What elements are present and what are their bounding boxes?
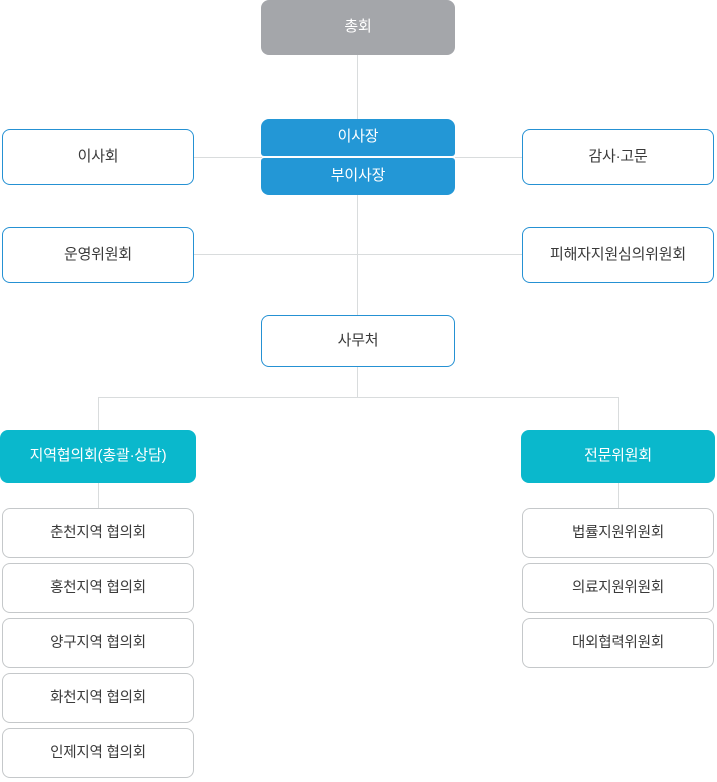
connector-secretariat-to-branch-bus <box>357 367 358 398</box>
node-board-label: 이사회 <box>77 147 119 165</box>
node-chairman-label: 이사장 <box>337 128 379 146</box>
list-item-label: 화천지역 협의회 <box>50 689 146 706</box>
list-item-regional-hongcheon[interactable]: 홍천지역 협의회 <box>2 563 194 613</box>
list-item-label: 홍천지역 협의회 <box>50 579 146 596</box>
connector-board-to-chairman <box>194 157 262 158</box>
node-assembly[interactable]: 총회 <box>261 0 455 55</box>
group-header-expert-label: 전문위원회 <box>583 447 652 465</box>
list-item-regional-yanggu[interactable]: 양구지역 협의회 <box>2 618 194 668</box>
connector-regional-header-to-items <box>98 483 99 508</box>
node-board[interactable]: 이사회 <box>2 129 194 185</box>
node-victim-support-review-committee[interactable]: 피해자지원심의위원회 <box>522 227 714 283</box>
list-item-expert-external-cooperation[interactable]: 대외협력위원회 <box>522 618 714 668</box>
node-assembly-label: 총회 <box>344 18 372 36</box>
list-item-expert-medical-support[interactable]: 의료지원위원회 <box>522 563 714 613</box>
connector-branch-bus <box>98 397 619 398</box>
list-item-label: 대외협력위원회 <box>572 634 664 651</box>
list-item-label: 법률지원위원회 <box>572 524 664 541</box>
node-secretariat-label: 사무처 <box>337 331 379 349</box>
node-vice-chairman-label: 부이사장 <box>330 167 386 185</box>
group-header-regional-label: 지역협의회(총괄·상담) <box>29 447 167 465</box>
list-item-regional-hwacheon[interactable]: 화천지역 협의회 <box>2 673 194 723</box>
node-steering-committee[interactable]: 운영위원회 <box>2 227 194 283</box>
connector-steering-to-review-committee <box>194 254 523 255</box>
list-item-regional-inje[interactable]: 인제지역 협의회 <box>2 728 194 778</box>
connector-bus-to-regional-header <box>98 397 99 430</box>
list-item-expert-legal-support[interactable]: 법률지원위원회 <box>522 508 714 558</box>
connector-chairman-to-auditor <box>455 157 523 158</box>
node-steering-committee-label: 운영위원회 <box>63 245 132 263</box>
list-item-label: 춘천지역 협의회 <box>50 524 146 541</box>
node-victim-support-review-committee-label: 피해자지원심의위원회 <box>549 245 686 263</box>
connector-assembly-to-chairman <box>357 55 358 119</box>
list-item-label: 의료지원위원회 <box>572 579 664 596</box>
list-item-label: 양구지역 협의회 <box>50 634 146 651</box>
group-header-regional[interactable]: 지역협의회(총괄·상담) <box>0 430 196 483</box>
node-vice-chairman[interactable]: 부이사장 <box>261 158 455 195</box>
list-item-regional-chuncheon[interactable]: 춘천지역 협의회 <box>2 508 194 558</box>
connector-expert-header-to-items <box>618 483 619 508</box>
connector-bus-to-expert-header <box>618 397 619 430</box>
node-secretariat[interactable]: 사무처 <box>261 315 455 367</box>
node-auditor-advisor-label: 감사·고문 <box>588 147 648 165</box>
node-auditor-advisor[interactable]: 감사·고문 <box>522 129 714 185</box>
list-item-label: 인제지역 협의회 <box>50 744 146 761</box>
group-header-expert[interactable]: 전문위원회 <box>521 430 715 483</box>
node-chairman[interactable]: 이사장 <box>261 119 455 156</box>
